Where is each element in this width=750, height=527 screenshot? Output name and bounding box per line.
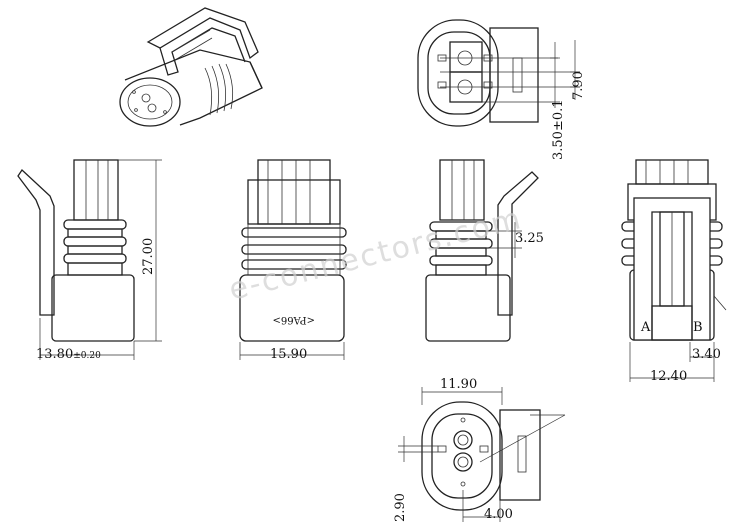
dim-step: 3.25 bbox=[515, 231, 544, 246]
dim-height: 27.00 bbox=[141, 238, 156, 275]
dim-top-pitch: 7.90 bbox=[571, 71, 586, 100]
dim-bottom-offset: 4.00 bbox=[484, 507, 513, 522]
bottom-view bbox=[398, 387, 566, 522]
dim-width-side: 12.40 bbox=[650, 369, 687, 384]
right-side-view bbox=[425, 159, 539, 342]
front-view bbox=[239, 159, 347, 360]
dim-width-bottom-left: 13.80±0.20 bbox=[36, 347, 101, 362]
cavity-b-label: B bbox=[693, 320, 703, 335]
dim-bottom-pitch: 2.90 bbox=[393, 493, 408, 522]
top-view bbox=[417, 19, 580, 127]
cavity-a-label: A bbox=[640, 320, 651, 335]
left-side-view bbox=[17, 159, 162, 360]
isometric-view bbox=[119, 7, 263, 127]
dim-top-offset: 3.50±0.1 bbox=[551, 99, 566, 160]
dim-width-front: 15.90 bbox=[270, 347, 307, 362]
rear-view bbox=[621, 159, 727, 382]
material-marking: <PA66> bbox=[272, 314, 315, 325]
dim-bottom-width: 11.90 bbox=[440, 377, 477, 392]
dim-offset-side: 3.40 bbox=[692, 347, 721, 362]
